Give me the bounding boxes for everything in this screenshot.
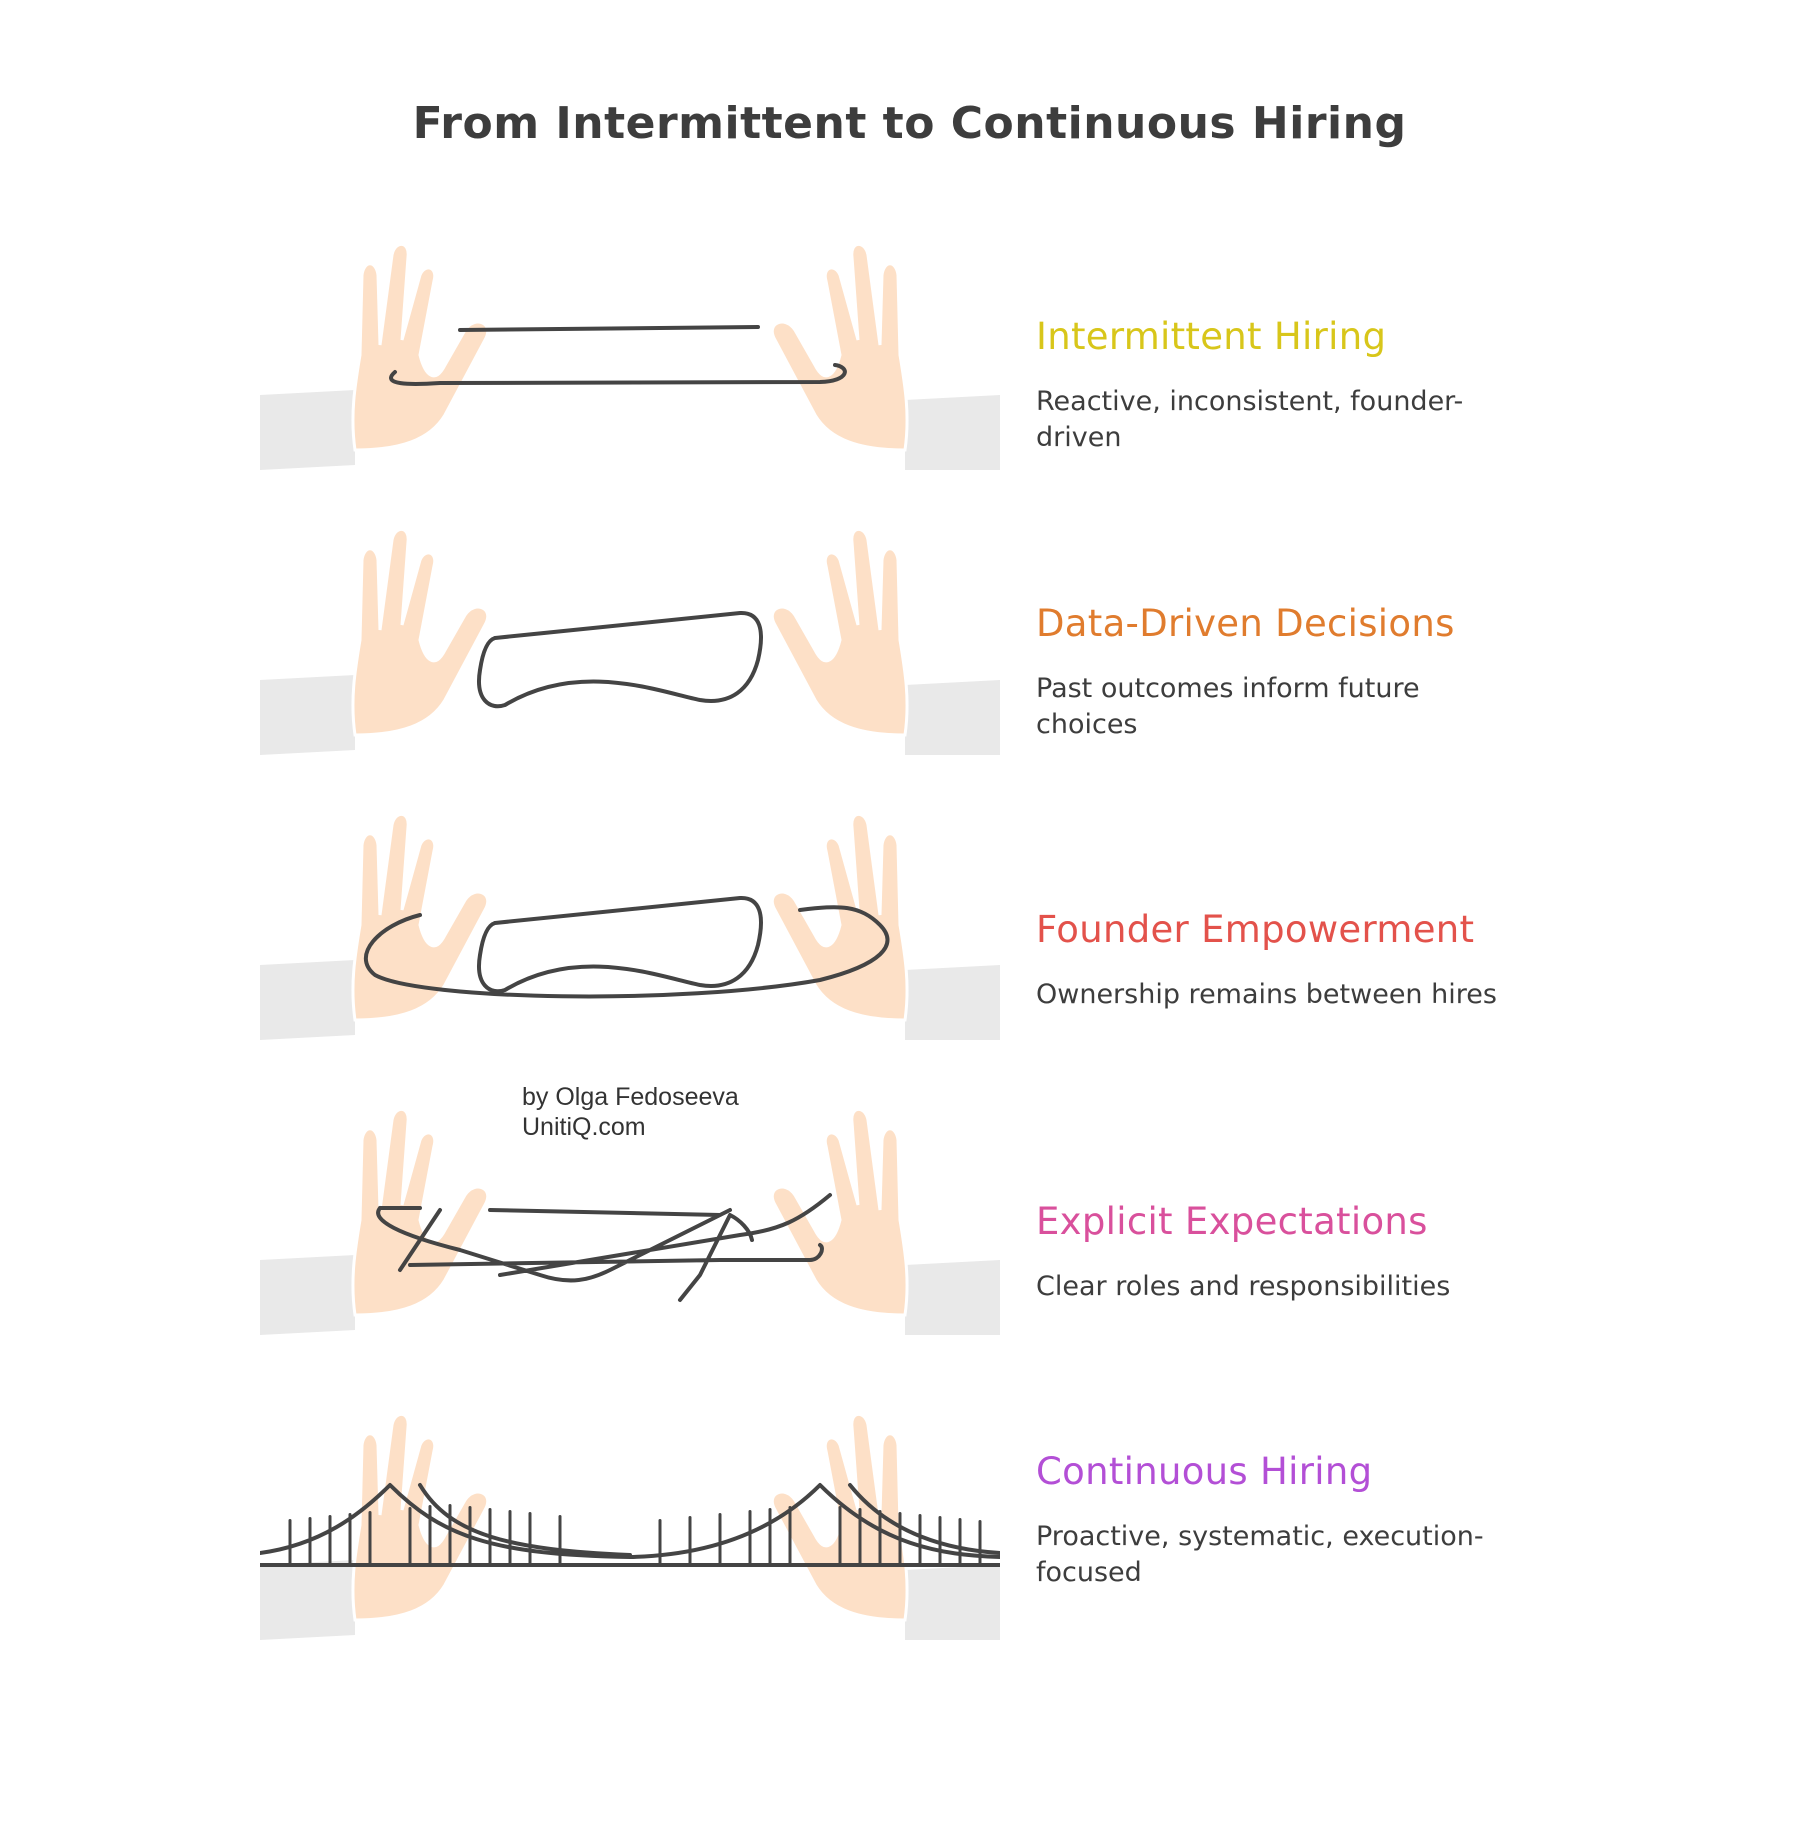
stage-illustration-expectations bbox=[260, 1100, 1000, 1370]
stage-illustration-empowerment bbox=[260, 805, 1000, 1075]
bridge-icon bbox=[260, 1412, 1000, 1640]
string-cross-icon bbox=[260, 527, 1000, 755]
left-sleeve bbox=[260, 390, 355, 470]
stage-description: Ownership remains between hires bbox=[1036, 979, 1497, 1010]
stage-title: Founder Empowerment bbox=[1036, 908, 1475, 951]
left-hand bbox=[351, 242, 489, 452]
left-hand bbox=[351, 812, 489, 1022]
left-sleeve bbox=[260, 960, 355, 1040]
bridge-cables bbox=[260, 1483, 1000, 1559]
left-hand bbox=[351, 1107, 489, 1317]
stage-label-expectations: Explicit Expectations Clear roles and re… bbox=[1036, 1200, 1516, 1305]
stage-illustration-continuous bbox=[260, 1405, 1000, 1675]
right-sleeve bbox=[905, 1260, 1000, 1335]
stage-title: Continuous Hiring bbox=[1036, 1450, 1373, 1493]
page-title: From Intermittent to Continuous Hiring bbox=[412, 98, 1407, 149]
stage-label-data-driven: Data-Driven Decisions Past outcomes info… bbox=[1036, 602, 1516, 743]
string-loop-icon bbox=[260, 242, 1000, 470]
right-sleeve bbox=[905, 395, 1000, 470]
string-figure-icon bbox=[260, 812, 1000, 1040]
stage-illustration-data-driven bbox=[260, 520, 1000, 790]
stage-description: Clear roles and responsibilities bbox=[1036, 1271, 1451, 1302]
stage-illustration-intermittent bbox=[260, 235, 1000, 505]
stage-description: Past outcomes inform future choices bbox=[1036, 673, 1420, 740]
stage-description: Proactive, systematic, execution-focused bbox=[1036, 1521, 1484, 1588]
credit: by Olga Fedoseeva UnitiQ.com bbox=[522, 1082, 739, 1142]
stage-title: Explicit Expectations bbox=[1036, 1200, 1428, 1243]
right-sleeve bbox=[905, 965, 1000, 1040]
stage-label-empowerment: Founder Empowerment Ownership remains be… bbox=[1036, 908, 1516, 1013]
right-hand bbox=[771, 527, 909, 737]
left-hand bbox=[351, 1412, 489, 1622]
stage-description: Reactive, inconsistent, founder-driven bbox=[1036, 386, 1464, 453]
stage-title: Data-Driven Decisions bbox=[1036, 602, 1455, 645]
credit-author: by Olga Fedoseeva bbox=[522, 1083, 739, 1111]
right-sleeve bbox=[905, 680, 1000, 755]
left-sleeve bbox=[260, 675, 355, 755]
stage-label-intermittent: Intermittent Hiring Reactive, inconsiste… bbox=[1036, 315, 1516, 456]
credit-site: UnitiQ.com bbox=[522, 1113, 646, 1141]
right-hand bbox=[771, 242, 909, 452]
string-web-icon bbox=[260, 1107, 1000, 1335]
right-hand bbox=[771, 812, 909, 1022]
left-sleeve bbox=[260, 1255, 355, 1335]
right-hand bbox=[771, 1107, 909, 1317]
stage-title: Intermittent Hiring bbox=[1036, 315, 1387, 358]
right-sleeve bbox=[905, 1565, 1000, 1640]
stage-label-continuous: Continuous Hiring Proactive, systematic,… bbox=[1036, 1450, 1516, 1591]
left-hand bbox=[351, 527, 489, 737]
left-sleeve bbox=[260, 1560, 355, 1640]
